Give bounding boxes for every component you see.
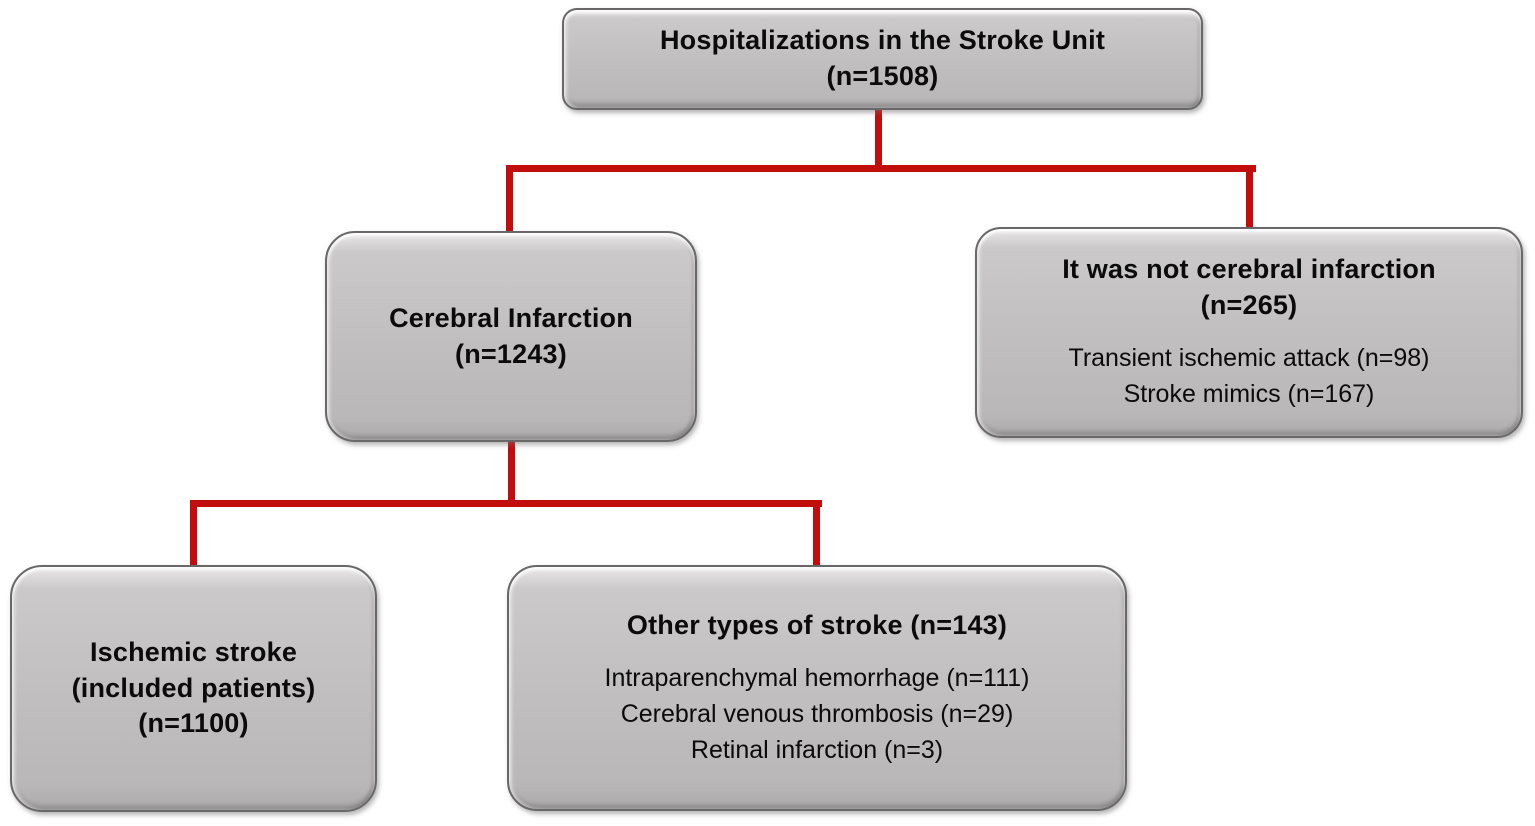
node-detail-line: Stroke mimics (n=167) [1123, 380, 1375, 409]
connector-top-horizontal [506, 165, 1256, 172]
node-hospitalizations: Hospitalizations in the Stroke Unit (n=1… [562, 8, 1203, 110]
node-count: (n=1508) [826, 61, 939, 91]
connector-top-right-vertical [1246, 165, 1253, 231]
node-detail-line: Cerebral venous thrombosis (n=29) [620, 699, 1014, 728]
connector-cerebral-stem [508, 440, 515, 507]
node-title: Cerebral Infarction [389, 302, 633, 333]
node-ischemic-stroke: Ischemic stroke (included patients) (n=1… [10, 565, 377, 812]
node-count: (n=1100) [138, 708, 249, 739]
node-count: (n=1243) [455, 338, 567, 369]
node-title: Ischemic stroke [89, 636, 298, 667]
node-subtitle: (included patients) [71, 672, 316, 703]
connector-bottom-left-vertical [190, 500, 197, 568]
node-title: Other types of stroke (n=143) [626, 609, 1008, 640]
node-detail-line: Retinal infarction (n=3) [690, 736, 944, 765]
node-count: (n=265) [1200, 290, 1298, 321]
node-title: It was not cerebral infarction [1062, 254, 1436, 285]
node-cerebral-infarction: Cerebral Infarction (n=1243) [325, 231, 697, 442]
node-other-stroke-types: Other types of stroke (n=143) Intraparen… [507, 565, 1127, 811]
connector-top-left-vertical [506, 165, 513, 235]
connector-bottom-horizontal [190, 500, 822, 507]
node-detail-line: Intraparenchymal hemorrhage (n=111) [604, 663, 1030, 692]
connector-bottom-right-vertical [813, 500, 820, 568]
node-title: Hospitalizations in the Stroke Unit [659, 25, 1106, 56]
connector-root-stem [875, 108, 882, 172]
node-detail-line: Transient ischemic attack (n=98) [1068, 344, 1430, 373]
node-not-cerebral-infarction: It was not cerebral infarction (n=265) T… [975, 227, 1523, 438]
